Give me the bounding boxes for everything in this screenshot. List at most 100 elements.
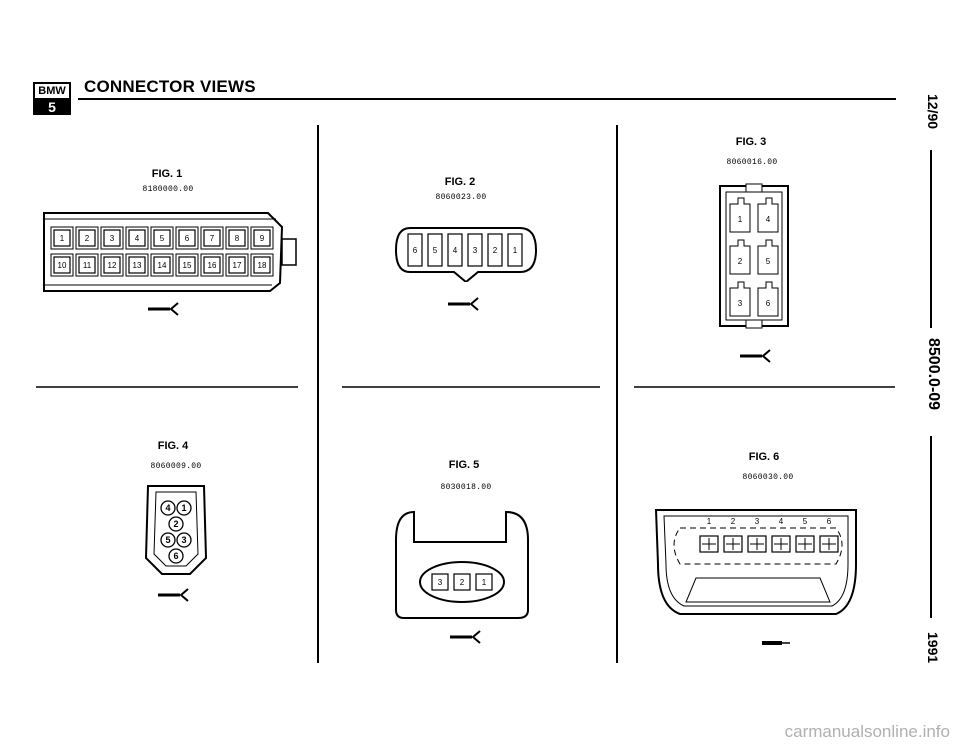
svg-text:10: 10: [58, 261, 67, 270]
fig5-code: 8030018.00: [440, 483, 492, 492]
svg-text:1: 1: [738, 215, 743, 224]
fig2-pin-3: 3: [467, 233, 483, 267]
svg-text:2: 2: [460, 578, 465, 587]
fig2-label: FIG. 2: [444, 176, 476, 188]
fig3-direction-arrow: [740, 349, 771, 363]
svg-text:11: 11: [83, 261, 92, 270]
fig1-pin-5: 5: [153, 229, 171, 247]
svg-text:12: 12: [108, 261, 117, 270]
fig5-connector: 3 2 1: [395, 510, 529, 619]
svg-text:6: 6: [185, 234, 190, 243]
svg-text:7: 7: [210, 234, 215, 243]
fig6-pin-4: [771, 535, 791, 553]
fig5-pin-1: 1: [475, 573, 493, 591]
fig6-pin-6: [819, 535, 839, 553]
svg-text:2: 2: [493, 246, 498, 255]
fig6-pin-label-6: 6: [827, 517, 832, 526]
svg-text:4: 4: [766, 215, 771, 224]
svg-text:13: 13: [133, 261, 142, 270]
side-year: 1991: [925, 632, 941, 664]
fig1-direction-arrow: [148, 302, 179, 316]
fig3-pin-3: 3: [729, 281, 751, 317]
fig4-connector: 4 1 2 5 36: [144, 485, 208, 575]
side-section: 8500.0-09: [925, 338, 942, 411]
svg-text:15: 15: [183, 261, 192, 270]
svg-text:9: 9: [260, 234, 265, 243]
svg-text:3: 3: [738, 299, 743, 308]
fig4-pin-1: 1: [176, 500, 192, 516]
fig3-connector: 1 4 2 5 3 6: [719, 183, 789, 329]
svg-text:1: 1: [60, 234, 65, 243]
svg-text:14: 14: [158, 261, 167, 270]
fig1-pin-18: 18: [253, 256, 271, 274]
fig1-pin-12: 12: [103, 256, 121, 274]
svg-text:1: 1: [482, 578, 487, 587]
fig1-pin-7: 7: [203, 229, 221, 247]
svg-text:6: 6: [413, 246, 418, 255]
fig5-label: FIG. 5: [448, 459, 480, 471]
fig6-pin-2: [723, 535, 743, 553]
fig3-pin-6: 6: [757, 281, 779, 317]
svg-text:1: 1: [513, 246, 518, 255]
svg-text:3: 3: [473, 246, 478, 255]
svg-text:2: 2: [85, 234, 90, 243]
fig5-pin-3: 3: [431, 573, 449, 591]
fig4-pin-4: 4: [160, 500, 176, 516]
title-rule: [78, 98, 896, 100]
svg-text:6: 6: [173, 551, 178, 561]
fig2-pin-2: 2: [487, 233, 503, 267]
fig6-label: FIG. 6: [748, 451, 780, 463]
svg-text:2: 2: [738, 257, 743, 266]
fig1-code: 8180000.00: [142, 185, 194, 194]
fig1-pin-9: 9: [253, 229, 271, 247]
svg-text:18: 18: [258, 261, 267, 270]
svg-text:17: 17: [233, 261, 242, 270]
fig3-pin-4: 4: [757, 197, 779, 233]
bmw-logo: BMW 5: [33, 82, 71, 115]
svg-text:4: 4: [165, 503, 170, 513]
svg-text:5: 5: [766, 257, 771, 266]
fig4-pin-6: 6: [168, 548, 184, 564]
fig1-pin-3: 3: [103, 229, 121, 247]
fig6-pin-3: [747, 535, 767, 553]
fig1-label: FIG. 1: [151, 168, 183, 180]
fig2-pin-6: 6: [407, 233, 423, 267]
fig1-pin-15: 15: [178, 256, 196, 274]
fig3-pin-5: 5: [757, 239, 779, 275]
page-title: CONNECTOR VIEWS: [84, 77, 256, 96]
footer-watermark: carmanualsonline.info: [784, 722, 950, 741]
svg-text:4: 4: [135, 234, 140, 243]
fig1-pin-13: 13: [128, 256, 146, 274]
svg-text:3: 3: [438, 578, 443, 587]
fig1-pin-8: 8: [228, 229, 246, 247]
fig2-pin-5: 5: [427, 233, 443, 267]
fig3-code: 8060016.00: [726, 158, 778, 167]
fig6-pin-5: [795, 535, 815, 553]
fig1-pin-14: 14: [153, 256, 171, 274]
fig6-code: 8060030.00: [742, 473, 794, 482]
svg-text:5: 5: [160, 234, 165, 243]
fig1-pin-11: 11: [78, 256, 96, 274]
fig3-label: FIG. 3: [735, 136, 767, 148]
fig4-pin-2: 2: [168, 516, 184, 532]
logo-text-bottom: 5: [35, 99, 69, 115]
svg-text:3: 3: [181, 535, 186, 545]
fig3-pin-1: 1: [729, 197, 751, 233]
svg-text:3: 3: [110, 234, 115, 243]
fig6-pin-label-2: 2: [731, 517, 736, 526]
fig1-pin-16: 16: [203, 256, 221, 274]
svg-text:5: 5: [433, 246, 438, 255]
fig2-pin-1: 1: [507, 233, 523, 267]
fig6-pin-label-3: 3: [755, 517, 760, 526]
fig4-pin-5: 5: [160, 532, 176, 548]
fig1-pin-10: 10: [53, 256, 71, 274]
fig4-direction-arrow: [158, 588, 189, 602]
fig6-pin-1: [699, 535, 719, 553]
fig6-pin-label-4: 4: [779, 517, 784, 526]
svg-text:5: 5: [165, 535, 170, 545]
svg-text:1: 1: [181, 503, 186, 513]
side-date: 12/90: [925, 94, 941, 130]
